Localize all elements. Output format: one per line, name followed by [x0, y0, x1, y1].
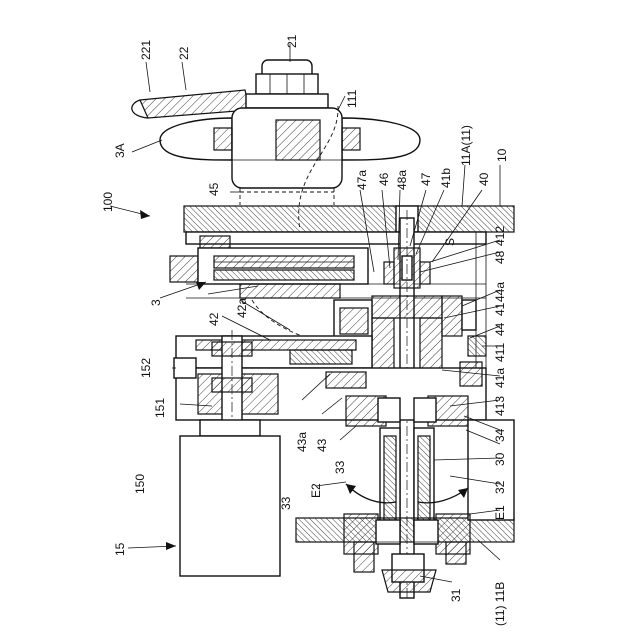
label-33a: 33	[333, 460, 347, 474]
label-11A: 11A(11)	[459, 125, 473, 166]
label-32: 32	[493, 480, 507, 494]
label-22: 22	[177, 46, 191, 60]
label-15: 15	[113, 542, 127, 556]
label-111: 111	[345, 89, 359, 108]
label-34: 34	[493, 428, 507, 442]
label-44: 44	[493, 322, 507, 336]
label-47a: 47a	[355, 170, 369, 190]
label-41: 41	[493, 302, 507, 316]
nut-21	[246, 60, 328, 108]
label-150: 150	[133, 474, 147, 494]
label-31: 31	[449, 588, 463, 602]
label-411: 411	[493, 343, 507, 362]
label-43: 43	[315, 438, 329, 452]
label-11B: (11) 11B	[493, 582, 507, 626]
label-45: 45	[207, 182, 221, 196]
label-221: 221	[139, 40, 153, 60]
label-100: 100	[101, 192, 115, 212]
label-46: 46	[377, 172, 391, 186]
label-21: 21	[285, 34, 299, 48]
label-44a: 44a	[493, 282, 507, 302]
label-412: 412	[493, 226, 507, 246]
label-E1: E1	[493, 505, 507, 520]
handle-3A	[160, 108, 420, 205]
label-48: 48	[493, 250, 507, 264]
label-47: 47	[419, 172, 433, 186]
label-413: 413	[493, 396, 507, 416]
label-42: 42	[207, 312, 221, 326]
label-48a: 48a	[395, 170, 409, 190]
label-42a: 42a	[235, 298, 249, 318]
label-30: 30	[493, 452, 507, 466]
label-41b: 41b	[439, 168, 453, 188]
label-10: 10	[495, 148, 509, 162]
label-E2: E2	[309, 483, 323, 498]
label-40: 40	[477, 172, 491, 186]
label-3: 3	[149, 299, 163, 306]
motor-150	[180, 420, 280, 576]
label-S: S	[443, 238, 457, 246]
label-33b: 33	[279, 496, 293, 510]
label-41a: 41a	[493, 368, 507, 388]
plate-10	[184, 206, 514, 232]
label-151: 151	[153, 398, 167, 418]
label-43a: 43a	[295, 432, 309, 452]
label-152: 152	[139, 358, 153, 378]
label-3A: 3A	[113, 143, 127, 158]
